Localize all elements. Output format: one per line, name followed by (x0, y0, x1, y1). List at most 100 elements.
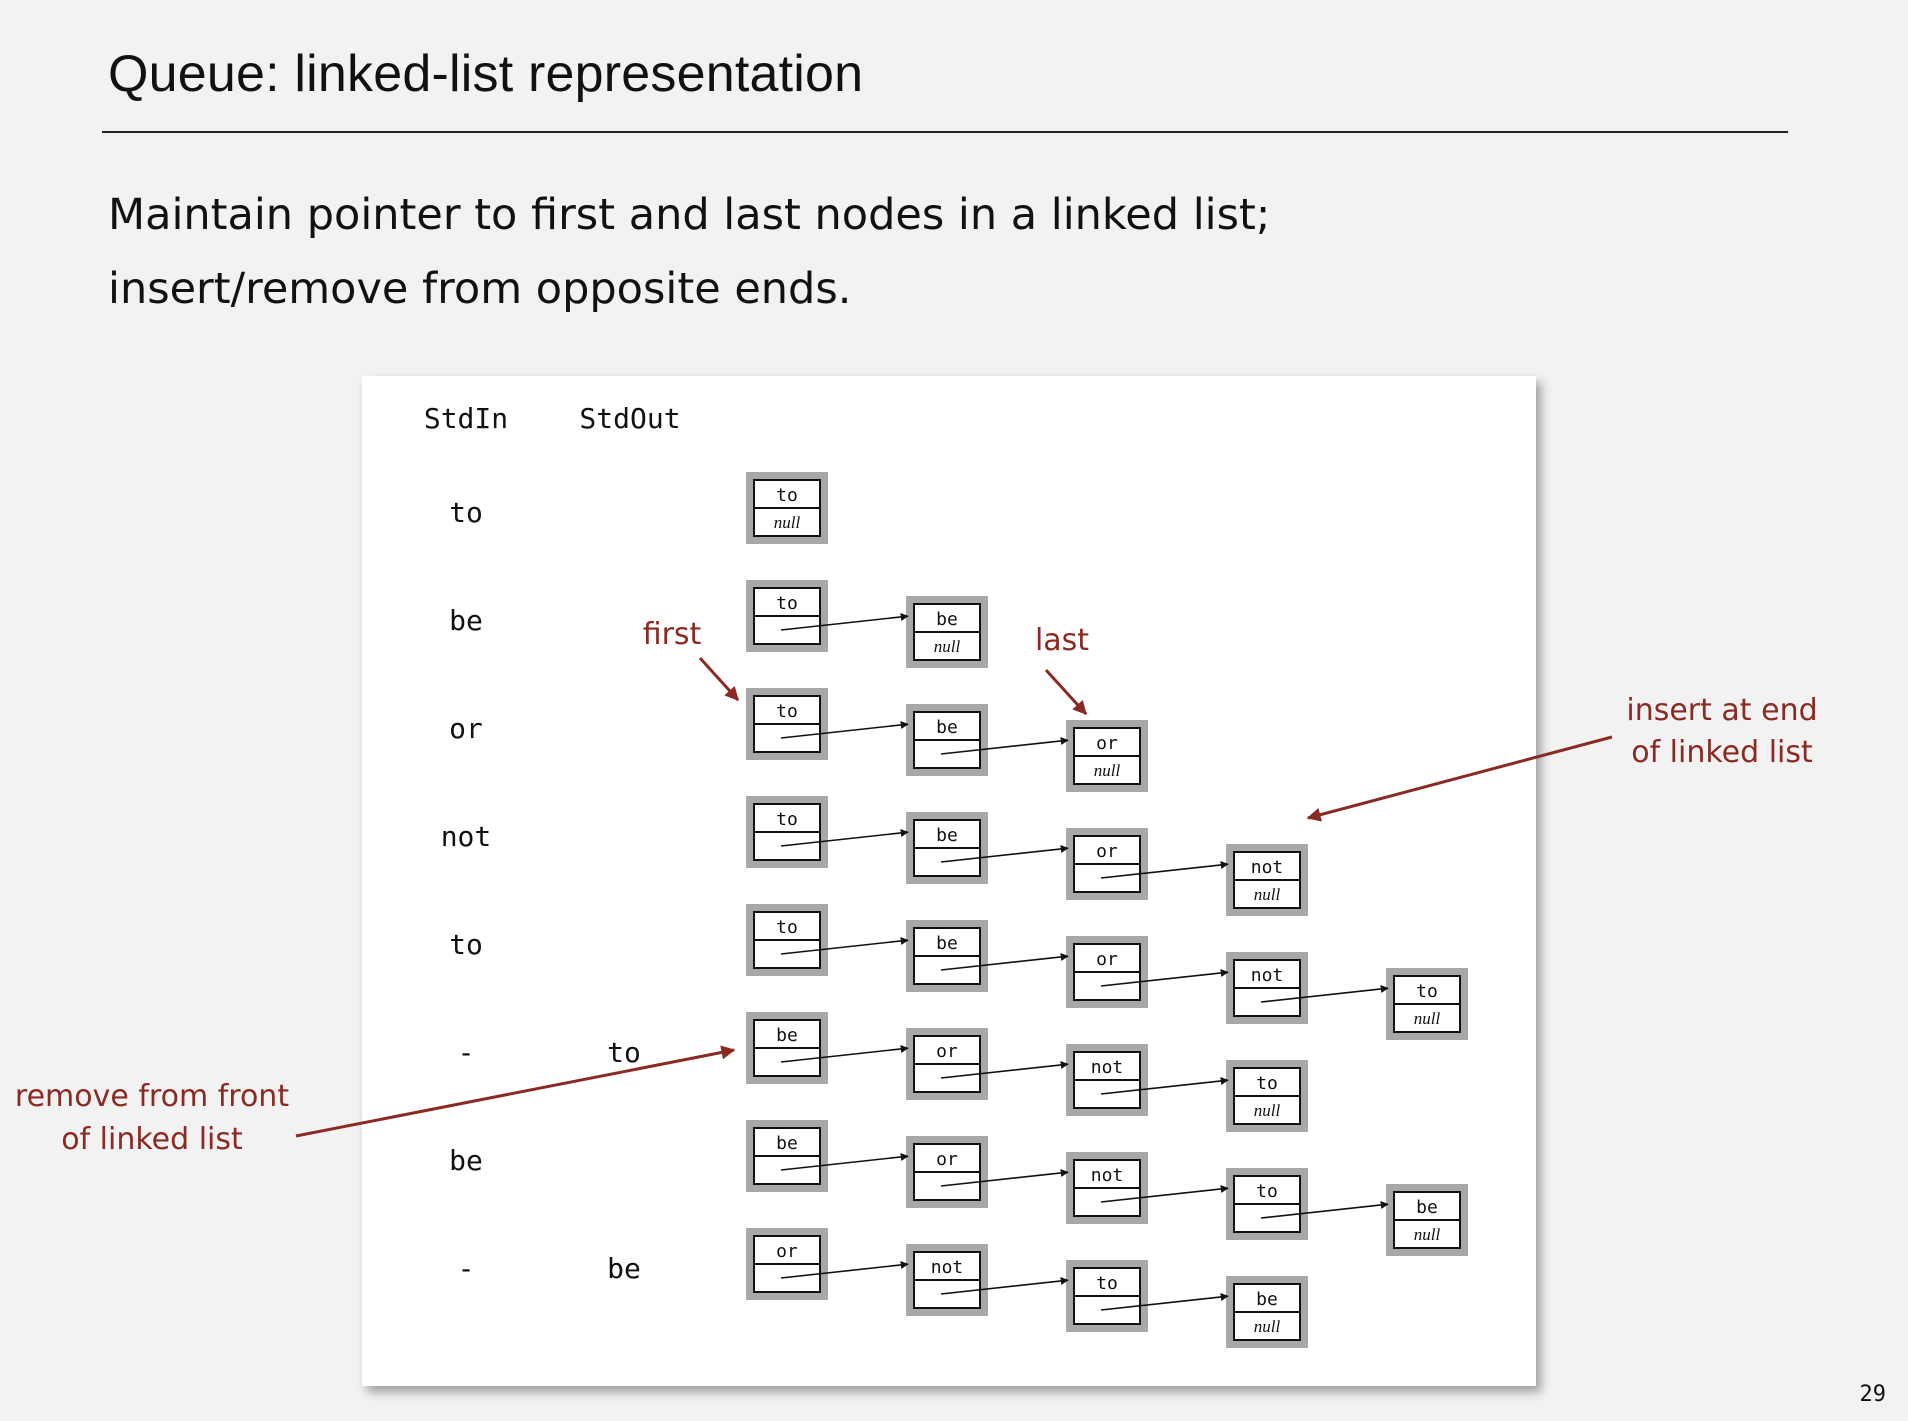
insert-pointer-arrow (1306, 735, 1613, 822)
next-link-arrow (780, 1260, 909, 1279)
node-item: not (1091, 1165, 1124, 1186)
node-item: be (776, 1133, 798, 1154)
next-link-arrow (1260, 984, 1389, 1003)
node-item: to (1096, 1273, 1118, 1294)
node-item: to (776, 593, 798, 614)
node-null: null (1254, 1101, 1281, 1120)
stdin-value: or (449, 712, 483, 745)
stdout-header: StdOut (579, 402, 680, 435)
next-link-arrow (780, 720, 909, 739)
queue-rows: totonullbetobenullortobeornullnottobeorn… (441, 472, 1468, 1348)
node-null: null (1414, 1009, 1441, 1028)
next-link-arrow (940, 1168, 1069, 1187)
body-text-line-2: insert/remove from opposite ends. (108, 264, 852, 314)
next-link-arrow (940, 952, 1069, 971)
last-label: last (1035, 623, 1089, 658)
stdout-value: be (607, 1252, 641, 1285)
node-item: be (1416, 1197, 1438, 1218)
next-link-arrow (940, 1060, 1069, 1079)
next-link-arrow (780, 1152, 909, 1171)
insert-label-line-1: insert at end (1626, 693, 1817, 728)
next-link-arrow (1100, 1076, 1229, 1095)
list-node: be (746, 1012, 828, 1084)
list-node: to (746, 580, 828, 652)
node-item: be (936, 609, 958, 630)
node-item: or (776, 1241, 798, 1262)
stdin-value: - (458, 1252, 475, 1285)
page-number: 29 (1859, 1382, 1887, 1407)
list-node: or (746, 1228, 828, 1300)
list-node: to null (1226, 1060, 1308, 1132)
list-node: or (1066, 936, 1148, 1008)
stdin-value: - (458, 1036, 475, 1069)
list-node: or (906, 1136, 988, 1208)
node-item: to (1416, 981, 1438, 1002)
body-text-line-1: Maintain pointer to first and last nodes… (108, 190, 1271, 240)
list-node: to null (1386, 968, 1468, 1040)
node-item: to (776, 809, 798, 830)
list-node: to null (746, 472, 828, 544)
next-link-arrow (780, 612, 909, 631)
node-null: null (934, 637, 961, 656)
next-link-arrow (1100, 860, 1229, 879)
stdin-value: to (449, 928, 483, 961)
node-null: null (1254, 885, 1281, 904)
node-item: or (1096, 733, 1118, 754)
next-link-arrow (1100, 968, 1229, 987)
list-node: be null (906, 596, 988, 668)
list-node: or (906, 1028, 988, 1100)
next-link-arrow (780, 1044, 909, 1063)
next-link-arrow (1260, 1200, 1389, 1219)
list-node: or (1066, 828, 1148, 900)
list-node: not (1226, 952, 1308, 1024)
node-item: be (936, 825, 958, 846)
title-divider (102, 131, 1788, 133)
first-label: first (643, 617, 702, 652)
stdin-header: StdIn (424, 402, 508, 435)
next-link-arrow (780, 936, 909, 955)
node-item: not (1091, 1057, 1124, 1078)
node-null: null (774, 513, 801, 532)
remove-label-line-2: of linked list (61, 1122, 243, 1157)
node-item: not (1251, 965, 1284, 986)
node-item: to (776, 701, 798, 722)
stdout-value: to (607, 1036, 641, 1069)
list-node: to (746, 904, 828, 976)
node-item: or (1096, 841, 1118, 862)
stdin-value: not (441, 820, 492, 853)
link-arrows (780, 612, 1389, 1311)
list-node: to (1226, 1168, 1308, 1240)
list-node: to (746, 796, 828, 868)
node-item: to (776, 485, 798, 506)
insert-label-line-2: of linked list (1631, 735, 1813, 770)
remove-pointer-arrow (295, 1045, 736, 1138)
node-item: not (931, 1257, 964, 1278)
next-link-arrow (940, 1276, 1069, 1295)
next-link-arrow (780, 828, 909, 847)
node-item: to (1256, 1181, 1278, 1202)
list-node: not (906, 1244, 988, 1316)
list-node: not (1066, 1152, 1148, 1224)
next-link-arrow (1100, 1184, 1229, 1203)
list-node: be (906, 704, 988, 776)
next-link-arrow (1100, 1292, 1229, 1311)
stdin-value: be (449, 604, 483, 637)
list-node: not (1066, 1044, 1148, 1116)
node-item: or (1096, 949, 1118, 970)
node-item: be (776, 1025, 798, 1046)
node-item: be (936, 933, 958, 954)
next-link-arrow (940, 736, 1069, 755)
first-pointer-arrow (698, 656, 740, 702)
next-link-arrow (940, 844, 1069, 863)
node-item: be (936, 717, 958, 738)
stdin-value: to (449, 496, 483, 529)
list-node: to (746, 688, 828, 760)
stdin-value: be (449, 1144, 483, 1177)
node-item: to (1256, 1073, 1278, 1094)
node-null: null (1094, 761, 1121, 780)
list-node: be (906, 920, 988, 992)
remove-label-line-1: remove from front (15, 1079, 289, 1114)
list-node: or null (1066, 720, 1148, 792)
